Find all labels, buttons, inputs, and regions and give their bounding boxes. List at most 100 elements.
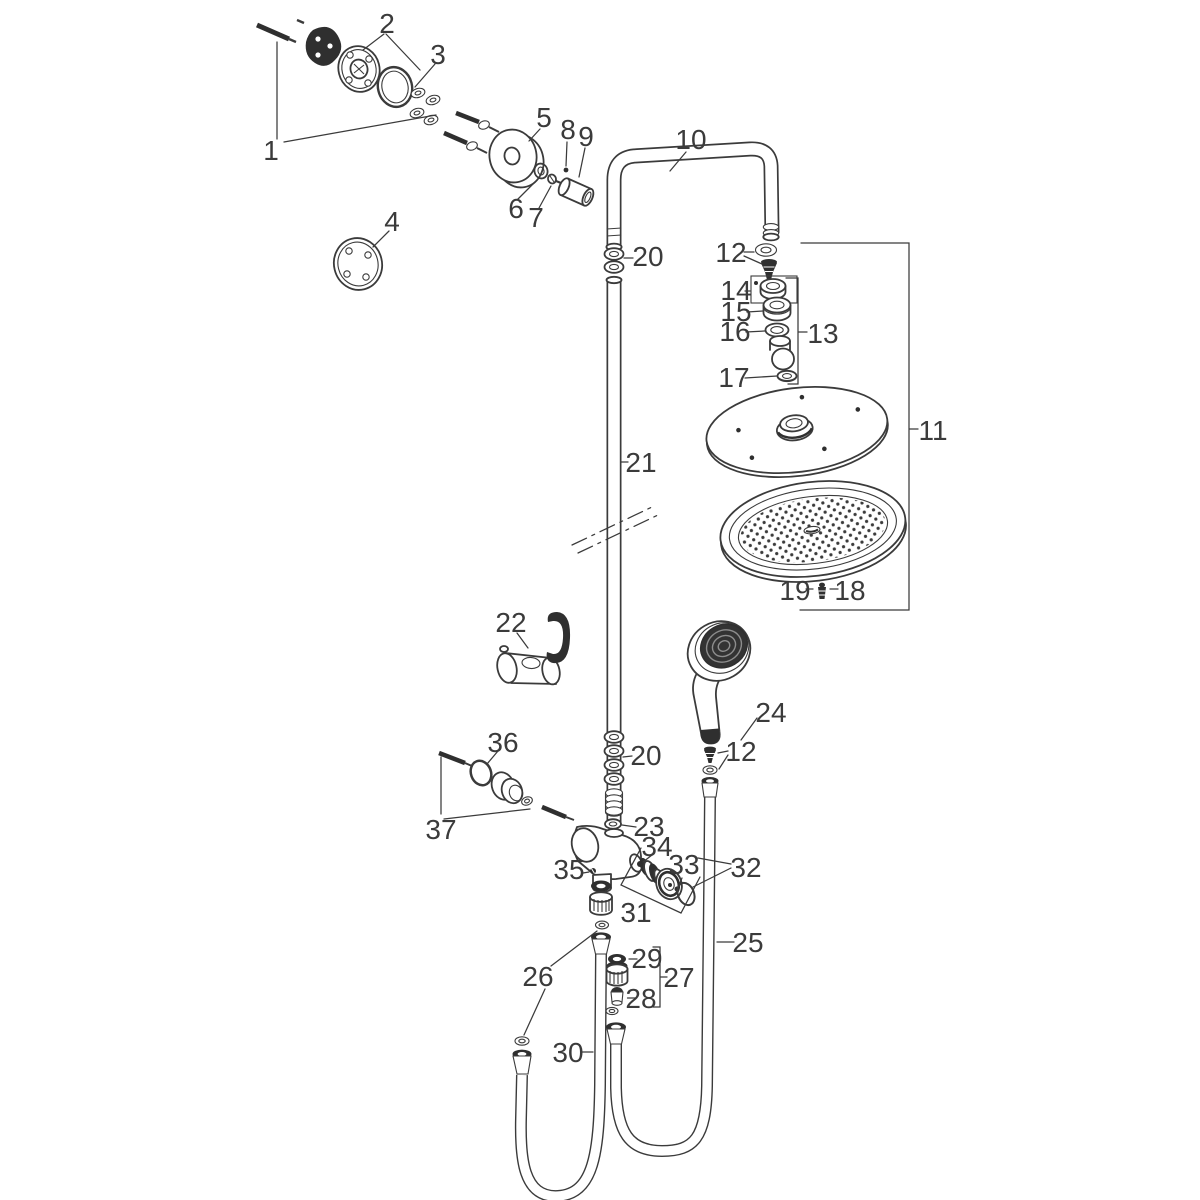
o-ring-16 [764,322,790,338]
filter-12 [761,259,777,280]
part-label-20-19: 20 [632,241,663,272]
holder-clip [546,612,571,664]
washer-12 [754,243,778,257]
ring-17 [776,369,798,383]
wall-mount-group [255,18,441,143]
leader-9 [578,147,586,178]
seal-gasket [305,26,342,66]
part-label-32-33: 32 [730,852,761,883]
o-ring-3 [376,65,414,109]
grub-screw-35 [590,868,596,874]
leader-20-bottom [622,755,633,758]
check-valve-28 [610,987,624,1006]
arm-connector-group [743,243,778,280]
leader-5 [528,128,541,142]
leader-12-bottom [717,750,729,770]
leader-34 [642,854,653,863]
leader-17 [744,375,778,379]
pipe-break-mark [571,506,659,554]
part-label-33-34: 33 [668,849,699,880]
part-label-8-7: 8 [560,114,576,145]
part-label-16-15: 16 [719,316,750,347]
mounting-screw [255,22,291,42]
fixing-screw [443,130,468,146]
part-label-4-3: 4 [384,206,400,237]
bracket-13 [785,277,808,385]
cartridge-handle-31 [639,857,683,901]
part-label-21-21: 21 [625,447,656,478]
filter-12-bottom [704,746,716,763]
part-label-10-9: 10 [675,124,706,155]
hose-end-fitting [701,777,719,798]
part-label-36-37: 36 [487,727,518,758]
part-label-23-23: 23 [633,811,664,842]
washer-set [409,87,441,126]
ball-joint-group [744,275,808,385]
part-label-22-22: 22 [495,607,526,638]
handshower-hose-25 [610,777,735,1158]
leader-2 [362,33,421,71]
part-label-35-36: 35 [553,854,584,885]
nut-15 [762,296,792,322]
part-label-24-24: 24 [755,697,786,728]
overhead-shower [705,242,919,611]
o-ring-23 [604,818,622,830]
pin-8 [563,167,569,173]
shower-arm [605,141,780,252]
ball-joint [769,335,795,371]
adapter-group [438,750,575,821]
ring-14 [759,278,787,300]
shower-head-body [705,385,889,479]
leader-7 [538,185,552,209]
check-valve-stack [605,946,668,1045]
part-label-37-38: 37 [425,814,456,845]
leader-24 [740,717,758,741]
nozzle-screw-18 [818,582,826,599]
leader-16 [745,330,766,333]
part-label-2-1: 2 [379,8,395,39]
part-label-1-0: 1 [263,135,279,166]
spray-plate [719,480,907,583]
o-rings-20-bottom [603,730,625,786]
leader-35 [582,871,590,874]
escutcheon-group [332,110,595,291]
part-label-3-2: 3 [430,39,446,70]
hose-end-fitting [606,1022,626,1045]
o-ring-32 [676,881,696,907]
leader-33 [677,877,683,889]
leader-4 [372,230,390,248]
bracket-11 [799,242,919,611]
spring-sleeve [604,788,624,817]
part-label-34-35: 34 [641,831,672,862]
part-label-13-12: 13 [807,318,838,349]
leader-6 [516,180,537,201]
part-label-20-20: 20 [630,740,661,771]
part-label-30-31: 30 [552,1037,583,1068]
part-label-25-26: 25 [732,927,763,958]
leader-23 [621,824,637,828]
leader-32 [692,857,732,888]
part-label-5-4: 5 [536,102,552,133]
hose-end-fitting [512,1049,532,1075]
handshower [686,620,758,775]
part-label-17-16: 17 [718,362,749,393]
screw [541,804,567,820]
part-label-9-8: 9 [578,121,594,152]
part-label-6-5: 6 [508,193,524,224]
valve-group [523,730,732,1036]
washer-26 [514,1036,530,1046]
washer [605,1006,619,1016]
sleeve-9 [557,177,595,207]
hose-nut [605,961,629,987]
bracket-27 [652,946,668,1008]
leader-3 [414,63,436,88]
cover-plate-4 [332,237,384,291]
part-label-12-11: 12 [715,237,746,268]
valve-outlet-stack [589,880,613,955]
wall-bracket-disc [337,45,381,93]
part-label-26-27: 26 [522,961,553,992]
o-rings-20-top [603,247,625,274]
washer [702,765,718,775]
